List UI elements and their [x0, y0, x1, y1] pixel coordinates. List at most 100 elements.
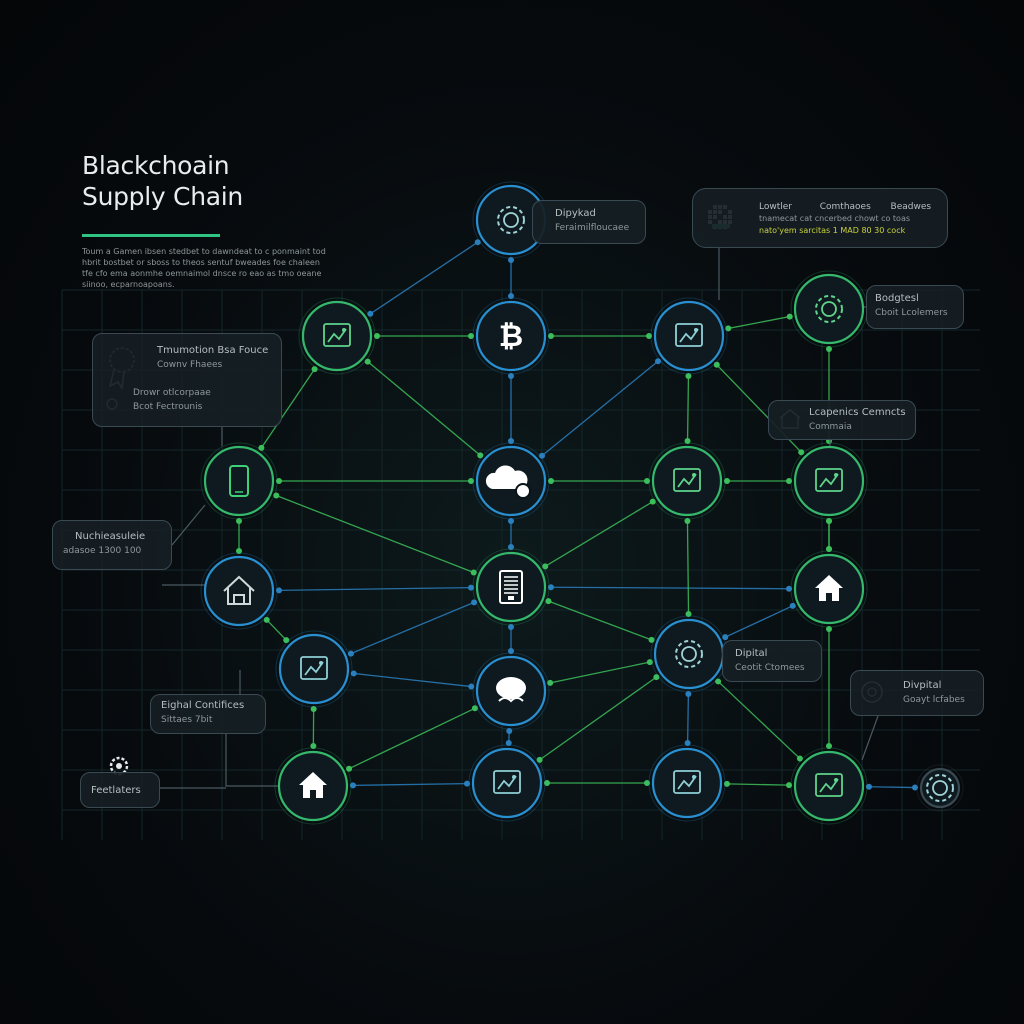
- connection-dot: [263, 616, 270, 623]
- connection-line: [686, 520, 690, 615]
- connection-dot: [786, 782, 793, 789]
- connection-dot: [367, 310, 374, 317]
- connection-line: [350, 601, 475, 655]
- card-digital-mid[interactable]: Dipital Ceotit Ctomees: [722, 640, 822, 682]
- connection-dot: [508, 257, 514, 263]
- node-bitcoin[interactable]: ₿: [472, 297, 550, 375]
- title-line-1: Blackchoain: [82, 151, 230, 180]
- connection-dot: [508, 544, 514, 550]
- connection-line: [348, 707, 476, 770]
- ledger-tab: [508, 596, 514, 600]
- node-dollar[interactable]: [648, 744, 726, 822]
- node-glow: [275, 630, 353, 708]
- card-top-right-row-2: nato'yem sarcitas 1 MAD 80 30 cock: [759, 226, 906, 235]
- card-top-right-col-1: Lowtler: [759, 202, 792, 212]
- connection-dot: [644, 780, 650, 786]
- node-glow: [916, 764, 964, 812]
- home-icon: [815, 575, 843, 601]
- connection-dot: [346, 765, 353, 772]
- node-tiny-r[interactable]: [916, 764, 964, 812]
- icon-stroke: [327, 328, 347, 343]
- icon-stroke: [819, 473, 839, 488]
- node-ring: [793, 273, 865, 345]
- documents-icon: [673, 468, 701, 492]
- node-gearcoin[interactable]: [650, 615, 728, 693]
- node-settings-r[interactable]: [790, 270, 868, 348]
- connection-dot: [539, 452, 546, 459]
- chart-board-icon: [675, 323, 703, 347]
- connection-dot: [474, 239, 481, 246]
- card-digital-right[interactable]: Divpital Goayt lcfabes: [850, 670, 984, 716]
- connection-dot: [548, 478, 554, 484]
- card-marketplace[interactable]: Nuchieasuleie adasoe 1300 100: [52, 520, 172, 570]
- node-glow: [472, 652, 550, 730]
- icon-dot: [694, 328, 698, 332]
- card-budgets[interactable]: Bodgtesl Cboit Lcolemers: [866, 285, 964, 329]
- connection-dot: [508, 648, 514, 654]
- connection-line: [717, 680, 801, 760]
- node-home-r[interactable]: [790, 550, 868, 628]
- node-wallet[interactable]: [275, 630, 353, 708]
- card-top-right-col-3: Beadwes: [890, 202, 932, 212]
- card-features[interactable]: Feetlaters: [80, 772, 160, 808]
- connection-dot: [715, 678, 722, 685]
- node-cloud[interactable]: [472, 442, 550, 520]
- connection-dot: [725, 325, 732, 332]
- node-sup-l[interactable]: [298, 297, 376, 375]
- card-transaction[interactable]: Tmumotion Bsa Fouce Cownv Fhaees Drowr o…: [92, 333, 282, 427]
- card-top-right-col-2: Comthaoes: [819, 202, 871, 212]
- connection-line: [550, 586, 790, 590]
- connection-dot: [236, 518, 242, 524]
- card-top-right-row-1: tnamecat cat cncerbed chowt co toas: [759, 214, 911, 223]
- target-icon: [926, 774, 954, 802]
- cloud-shape: [485, 465, 528, 489]
- connection-dot: [789, 602, 796, 609]
- connection-dot: [374, 333, 380, 339]
- icon-frame: [675, 323, 703, 347]
- connection-line: [726, 783, 790, 786]
- connection-dot: [505, 740, 512, 747]
- node-ledger[interactable]: [472, 548, 550, 626]
- home-shape: [815, 575, 843, 601]
- connection-dot: [826, 626, 832, 632]
- ledger-frame: [499, 570, 523, 604]
- connection-dot: [724, 478, 730, 484]
- node-store-r[interactable]: [790, 442, 868, 520]
- card-digital-certificates[interactable]: Eighal Contifices Sittaes 7bit: [150, 694, 266, 734]
- node-glow: [472, 297, 550, 375]
- card-digital-certificates-subtitle: Sittaes 7bit: [161, 715, 213, 725]
- blob-shape: [496, 677, 526, 699]
- node-home-l[interactable]: [200, 552, 278, 630]
- node-glow: [472, 442, 550, 520]
- node-chart-r[interactable]: [650, 297, 728, 375]
- connection-line: [266, 619, 287, 641]
- node-phone[interactable]: [200, 442, 278, 520]
- connection-dot: [865, 783, 872, 790]
- gear-hub: [932, 780, 948, 796]
- connection-dot: [685, 690, 692, 697]
- connection-dot: [310, 743, 317, 750]
- gear-teeth: [926, 774, 954, 802]
- connection-dot: [506, 727, 513, 734]
- home-shape: [299, 772, 327, 798]
- node-people[interactable]: [790, 747, 868, 825]
- node-robot[interactable]: [468, 744, 546, 822]
- icon-dot: [319, 661, 323, 665]
- node-home-bl[interactable]: [274, 747, 352, 825]
- icon-dot: [692, 775, 696, 779]
- node-docs[interactable]: [648, 442, 726, 520]
- icon-stroke: [679, 328, 699, 343]
- connection-dot: [646, 659, 653, 666]
- card-digital-top[interactable]: Dipykad Feraimilfloucaee: [532, 200, 646, 244]
- gear-coin-icon: [675, 640, 703, 668]
- card-top-right[interactable]: Lowtler Comthaoes Beadwes tnamecat cat c…: [692, 188, 948, 248]
- bitcoin-icon: ₿: [499, 319, 523, 354]
- connection-dot: [310, 705, 317, 712]
- card-top-right-header: Lowtler Comthaoes Beadwes: [759, 201, 937, 213]
- node-glow: [274, 747, 352, 825]
- node-blob[interactable]: [472, 652, 550, 730]
- card-logistics[interactable]: Lcapenics Cemncts Commaia: [768, 400, 916, 440]
- node-glow: [200, 442, 278, 520]
- connection-dot: [684, 438, 691, 445]
